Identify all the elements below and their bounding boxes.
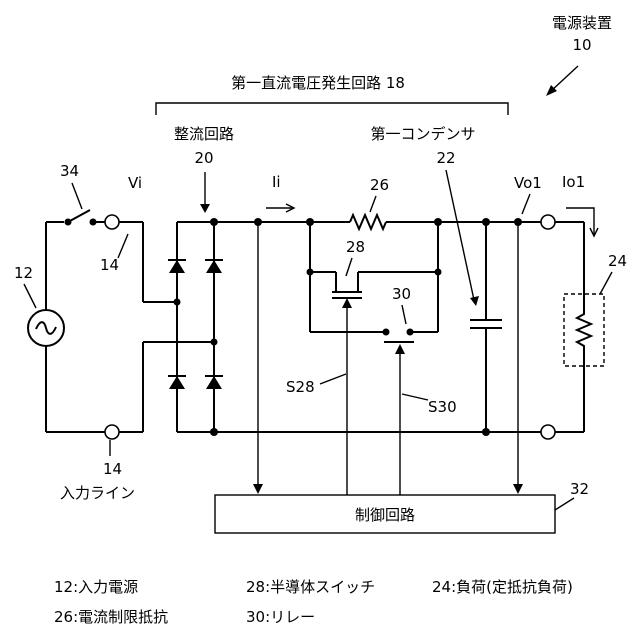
ref-28: 28 — [346, 238, 365, 256]
rectifier-ref: 20 — [194, 149, 213, 167]
legend-item-26: 26:電流制限抵抗 — [54, 608, 168, 626]
vo1-label: Vo1 — [514, 174, 542, 192]
sense-vi-arrowhead — [253, 484, 263, 494]
s30-leader — [402, 394, 428, 400]
ref-34: 34 — [60, 162, 79, 180]
io1-label: Io1 — [562, 173, 585, 191]
output-terminal-bottom — [541, 425, 555, 439]
ref-26-leader — [370, 196, 376, 212]
load-24-resistor — [577, 310, 591, 350]
ref-32: 32 — [570, 480, 589, 498]
output-terminal-top — [541, 215, 555, 229]
relay30-contact-right — [407, 329, 414, 336]
capacitor-arrow — [446, 170, 474, 300]
ref-24-leader — [600, 272, 612, 294]
node-bottom-214 — [210, 428, 218, 436]
capacitor-arrowhead — [470, 296, 479, 306]
ref-14-top-leader — [118, 234, 128, 258]
control-circuit-label: 制御回路 — [355, 506, 415, 524]
s28-leader — [320, 374, 346, 384]
ref-24: 24 — [608, 252, 627, 270]
s28-signal-arrowhead — [342, 298, 352, 308]
input-terminal-bottom — [105, 425, 119, 439]
ref-12-leader — [24, 284, 36, 308]
capacitor-ref: 22 — [436, 149, 455, 167]
block18-bracket — [156, 103, 508, 115]
ref-26: 26 — [370, 176, 389, 194]
input-line-label: 入力ライン — [60, 484, 135, 502]
input-terminal-top — [105, 215, 119, 229]
device-ref: 10 — [572, 36, 591, 54]
vo1-leader — [522, 194, 530, 214]
device-title: 電源装置 — [552, 14, 612, 32]
diode-d2 — [205, 260, 223, 273]
diode-d4 — [205, 376, 223, 389]
ref-30: 30 — [392, 285, 411, 303]
diode-d1 — [168, 260, 186, 273]
ref-14-bottom: 14 — [103, 460, 122, 478]
ref-28-leader — [346, 258, 352, 276]
legend-item-12: 12:入力電源 — [54, 578, 138, 596]
resistor-26 — [350, 215, 386, 229]
legend-item-28: 28:半導体スイッチ — [246, 578, 375, 596]
vi-label: Vi — [128, 174, 142, 192]
ac-wave-icon — [36, 322, 56, 334]
rectifier-title: 整流回路 — [174, 125, 234, 143]
s28-label: S28 — [286, 378, 315, 396]
ref-14-top: 14 — [100, 256, 119, 274]
block18-label: 第一直流電圧発生回路 18 — [231, 74, 405, 92]
node-top-214 — [210, 218, 218, 226]
s30-signal-arrowhead — [395, 344, 405, 354]
ref-12: 12 — [14, 264, 33, 282]
device-ref-arrow — [550, 66, 578, 92]
rectifier-arrowhead — [200, 204, 210, 213]
switch34-blade — [68, 210, 90, 222]
ref-34-leader — [72, 183, 82, 209]
ref-32-leader — [555, 498, 574, 510]
legend-item-30: 30:リレー — [246, 608, 315, 626]
diode-d3 — [168, 376, 186, 389]
relay30-contact-left — [383, 329, 390, 336]
capacitor-title: 第一コンデンサ — [370, 125, 475, 143]
sense-vo1-arrowhead — [513, 484, 523, 494]
s30-label: S30 — [428, 398, 457, 416]
legend-item-24: 24:負荷(定抵抗負荷) — [432, 578, 573, 596]
ref-30-leader — [402, 305, 406, 324]
ii-label: Ii — [272, 173, 281, 191]
